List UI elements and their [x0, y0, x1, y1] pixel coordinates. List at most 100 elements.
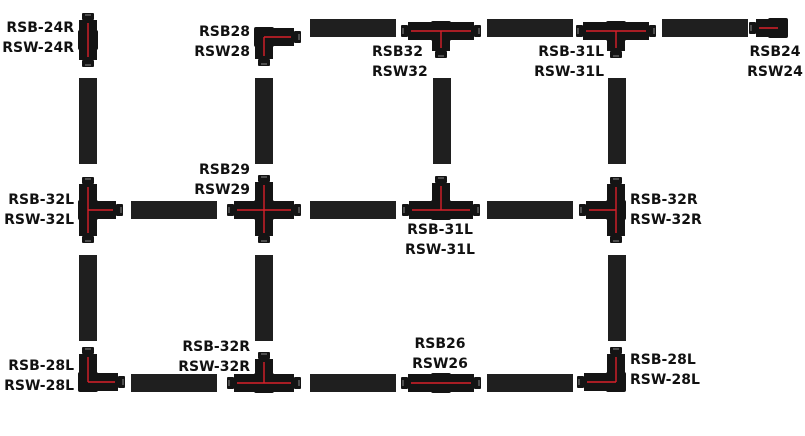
- connector-plug: [294, 31, 301, 43]
- connector-plug: [473, 204, 480, 216]
- label-rsb32: RSB32 RSW32: [372, 42, 442, 82]
- connector-rsb-24r: [78, 13, 98, 67]
- track-segment-horizontal: [487, 201, 573, 219]
- label-line: RSW-31L: [405, 242, 475, 258]
- label-rsb-32r-mid: RSB-32R RSW-32R: [630, 190, 720, 230]
- connector-rsb24: [749, 18, 788, 38]
- label-line: RSW-28L: [630, 372, 700, 388]
- label-line: RSW29: [194, 182, 250, 198]
- track-segment-vertical: [79, 78, 97, 164]
- connector-rsb-31l-mid: [402, 176, 480, 220]
- label-line: RSW-32L: [4, 212, 74, 228]
- track-segment-vertical: [608, 255, 626, 341]
- connector-plug: [258, 352, 270, 359]
- connector-plug: [474, 377, 481, 389]
- connector-plug: [82, 347, 94, 354]
- connector-plug: [227, 204, 234, 216]
- label-rsb-31l-mid: RSB-31L RSW-31L: [396, 220, 484, 260]
- label-line: RSB28: [198, 24, 250, 40]
- connector-plug: [401, 377, 408, 389]
- track-segment-horizontal: [310, 19, 396, 37]
- track-segment-horizontal: [487, 19, 573, 37]
- label-line: RSW-32R: [630, 212, 702, 228]
- label-rsb-24r: RSB-24R RSW-24R: [0, 18, 74, 58]
- connector-plug: [610, 236, 622, 243]
- track-segment-vertical: [255, 255, 273, 341]
- connector-plug: [258, 59, 270, 66]
- label-line: RSB-32L: [8, 192, 74, 208]
- connector-plug: [610, 51, 622, 58]
- label-line: RSB-31L: [538, 44, 604, 60]
- connector-plug: [649, 25, 656, 37]
- connector-plug: [576, 25, 583, 37]
- connector-rsb-31l-top: [576, 21, 656, 58]
- connector-plug: [82, 60, 94, 67]
- track-segment-horizontal: [131, 201, 217, 219]
- track-segment-horizontal: [662, 19, 748, 37]
- connector-plug: [474, 25, 481, 37]
- connector-plug: [401, 25, 408, 37]
- label-rsb26: RSB26 RSW26: [400, 334, 480, 374]
- track-segments: [79, 19, 748, 392]
- track-segment-horizontal: [310, 201, 396, 219]
- track-segment-vertical: [433, 78, 451, 164]
- connector-plug: [258, 236, 270, 243]
- label-line: RSW28: [194, 44, 250, 60]
- label-line: RSB24: [749, 44, 801, 60]
- track-segment-vertical: [79, 255, 97, 341]
- connector-plug: [610, 347, 622, 354]
- track-segment-horizontal: [487, 374, 573, 392]
- connector-plug: [294, 204, 301, 216]
- connector-rsb-32r-mid: [579, 177, 626, 243]
- track-segment-horizontal: [310, 374, 396, 392]
- label-rsb-32r-bottom: RSB-32R RSW-32R: [160, 337, 250, 377]
- connector-rsb-32l: [78, 177, 123, 243]
- connector-plug: [579, 204, 586, 216]
- label-line: RSB-24R: [6, 20, 74, 36]
- label-line: RSB-32R: [182, 339, 250, 355]
- label-line: RSW-28L: [4, 378, 74, 394]
- label-rsb-31l-top: RSB-31L RSW-31L: [520, 42, 604, 82]
- connector-plug: [610, 177, 622, 184]
- label-line: RSB-28L: [630, 352, 696, 368]
- label-line: RSB26: [414, 336, 466, 352]
- connector-plug: [577, 376, 584, 388]
- label-line: RSW26: [412, 356, 468, 372]
- label-line: RSB-32R: [630, 192, 698, 208]
- connector-rsb-32r-bottom: [227, 352, 301, 393]
- label-line: RSW-32R: [178, 359, 250, 375]
- connector-rsb29: [227, 175, 301, 243]
- label-line: RSW-24R: [2, 40, 74, 56]
- label-rsb-28l-left: RSB-28L RSW-28L: [0, 356, 74, 396]
- connector-plug: [118, 376, 125, 388]
- connector-plug: [402, 204, 409, 216]
- connector-rsb28: [254, 27, 301, 66]
- connectors: [78, 13, 788, 393]
- connector-plug: [82, 13, 94, 20]
- label-line: RSB-31L: [407, 222, 473, 238]
- label-rsb28: RSB28 RSW28: [180, 22, 250, 62]
- label-rsb-28l-right: RSB-28L RSW-28L: [630, 350, 720, 390]
- connector-plug: [82, 177, 94, 184]
- track-segment-horizontal: [131, 374, 217, 392]
- connector-plug: [116, 204, 123, 216]
- label-line: RSW32: [372, 64, 428, 80]
- label-rsb29: RSB29 RSW29: [180, 160, 250, 200]
- connector-rsb-28l-right: [577, 347, 626, 392]
- label-rsb24: RSB24 RSW24: [745, 42, 805, 82]
- connector-plug: [749, 22, 756, 34]
- label-line: RSB32: [372, 44, 424, 60]
- connector-plug: [227, 377, 234, 389]
- connector-plug: [294, 377, 301, 389]
- label-line: RSW-31L: [534, 64, 604, 80]
- connector-rsb-28l-left: [78, 347, 125, 392]
- label-line: RSW24: [747, 64, 803, 80]
- label-line: RSB29: [198, 162, 250, 178]
- connector-plug: [258, 175, 270, 182]
- track-segment-vertical: [608, 78, 626, 164]
- connector-rsb26: [401, 373, 481, 393]
- connector-plug: [435, 176, 447, 183]
- connector-plug: [82, 236, 94, 243]
